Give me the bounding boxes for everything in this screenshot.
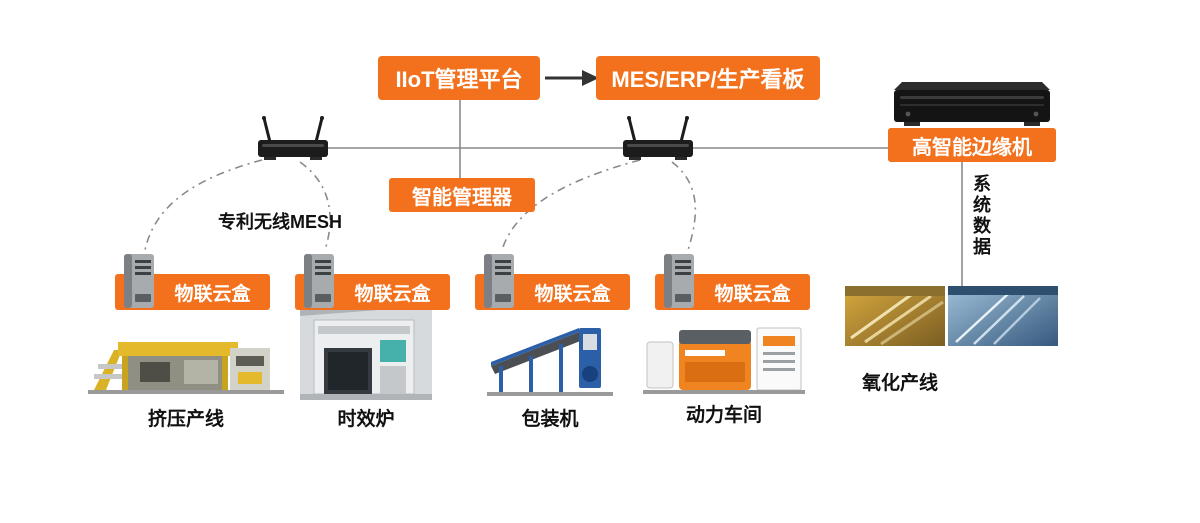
- mesh-arc-4: [671, 161, 697, 251]
- mesh-arc-2: [299, 161, 331, 251]
- iot-cloud-box-group-4: 物联云盒: [655, 252, 810, 310]
- smart-manager-box: 智能管理器: [389, 178, 535, 212]
- iot-cloud-box-group-3: 物联云盒: [475, 252, 630, 310]
- aging-furnace-label: 时效炉: [337, 409, 395, 430]
- oxidation-line-photo-1: [845, 286, 945, 346]
- system-data-label: 系统数据: [971, 174, 991, 258]
- power-workshop-photo: [643, 327, 805, 394]
- edge-machine-photo: [894, 82, 1050, 126]
- packaging-machine-label: 包装机: [521, 409, 579, 430]
- edge-machine-label: 高智能边缘机: [888, 128, 1056, 162]
- aging-furnace-photo: [300, 302, 432, 400]
- iot-cloud-box-group-1: 物联云盒: [115, 252, 270, 310]
- iot-box-icon: [484, 254, 514, 308]
- iot-box-icon: [124, 254, 154, 308]
- wireless-router-right-icon: [623, 116, 693, 160]
- oxidation-line-label: 氧化产线: [861, 373, 938, 394]
- extrusion-line-photo: [88, 342, 284, 394]
- iot-box-icon: [664, 254, 694, 308]
- mes-erp-box: MES/ERP/生产看板: [596, 56, 820, 100]
- wireless-mesh-label: 专利无线MESH: [218, 212, 343, 232]
- iot-cloud-box-group-2: 物联云盒: [295, 252, 450, 310]
- iiot-platform-box: IIoT管理平台: [378, 56, 540, 100]
- power-workshop-label: 动力车间: [685, 405, 762, 426]
- oxidation-line-photo-2: [948, 286, 1058, 346]
- wireless-router-left-icon: [258, 116, 328, 160]
- extrusion-line-label: 挤压产线: [147, 409, 224, 430]
- mesh-arc-1: [144, 159, 263, 251]
- packaging-machine-photo: [487, 328, 613, 396]
- iot-box-icon: [304, 254, 334, 308]
